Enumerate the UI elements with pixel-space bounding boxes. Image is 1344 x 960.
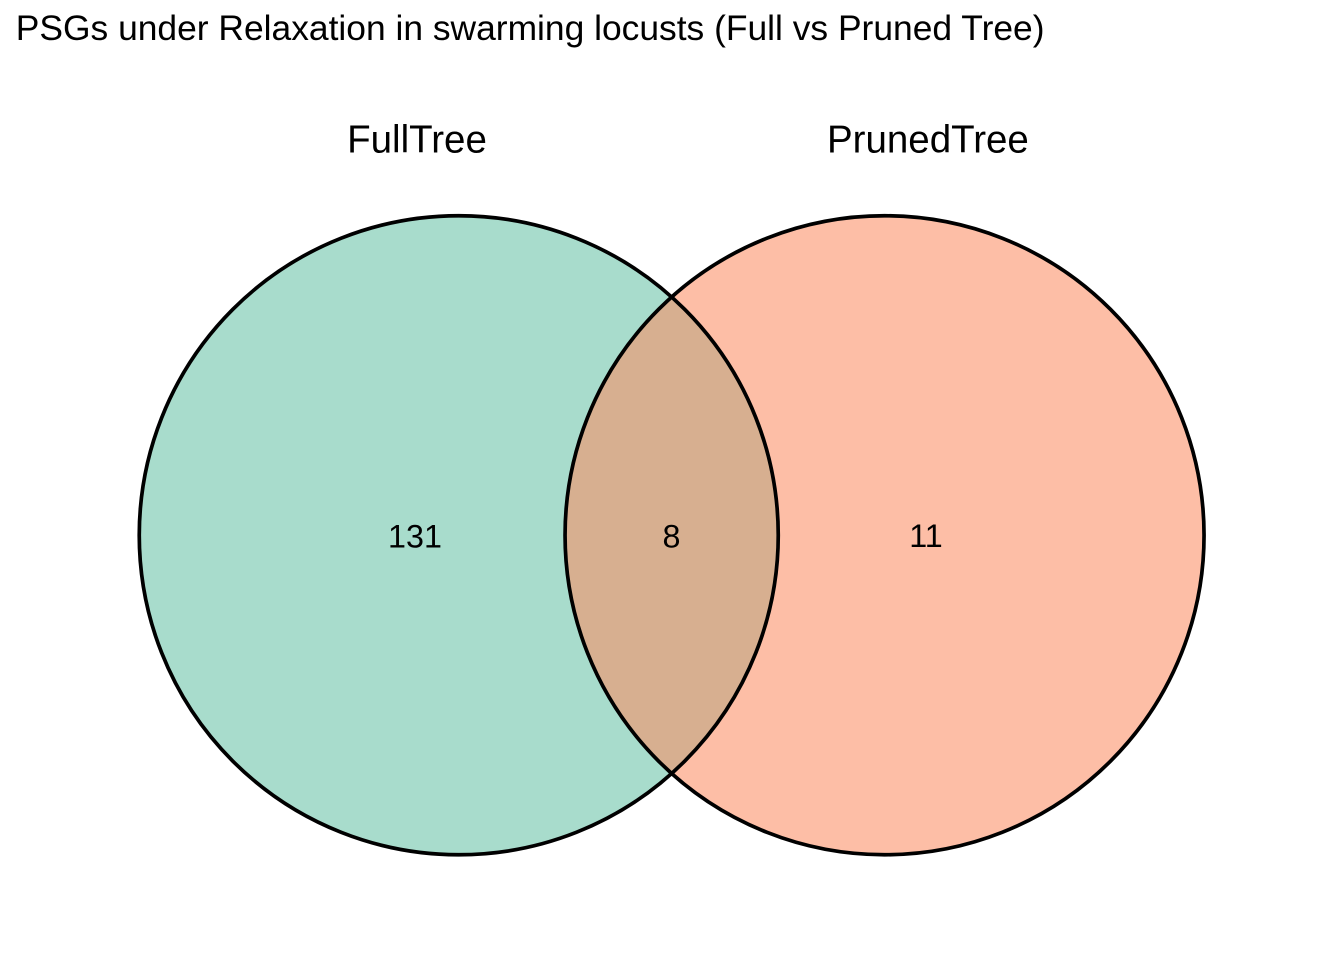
svg-text:131: 131 (388, 519, 442, 555)
svg-text:FullTree: FullTree (347, 119, 487, 162)
svg-text:PSGs under Relaxation in swarm: PSGs under Relaxation in swarming locust… (16, 8, 1045, 48)
svg-text:11: 11 (909, 518, 943, 554)
svg-text:PrunedTree: PrunedTree (827, 118, 1029, 161)
svg-text:8: 8 (663, 518, 681, 554)
